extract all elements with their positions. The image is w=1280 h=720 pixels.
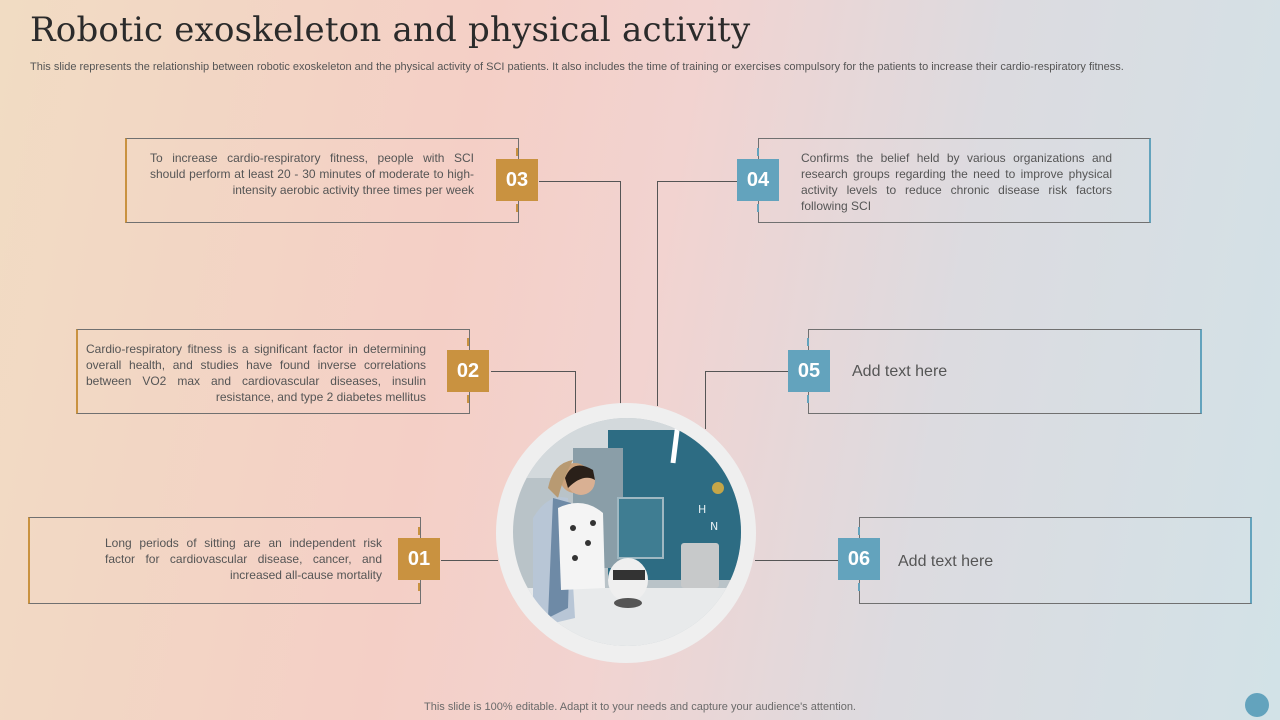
svg-text:H: H bbox=[698, 503, 706, 516]
item-text-05: Add text here bbox=[852, 363, 948, 380]
connector-04-h bbox=[657, 181, 737, 182]
item-text-02: Cardio-respiratory fitness is a signific… bbox=[86, 342, 426, 404]
item-tick-05-top bbox=[807, 338, 809, 346]
item-text-06: Add text here bbox=[898, 553, 994, 570]
item-tick-04-bottom bbox=[757, 204, 759, 212]
item-text-01: Long periods of sitting are an independe… bbox=[105, 536, 382, 582]
connector-02-v bbox=[575, 371, 576, 413]
connector-02-h bbox=[491, 371, 576, 372]
connector-01-h bbox=[441, 560, 498, 561]
lab-photo-icon: H N bbox=[513, 418, 741, 646]
lab-photo-image: H N bbox=[513, 418, 741, 646]
slide-indicator-dot bbox=[1245, 693, 1269, 717]
footer-note: This slide is 100% editable. Adapt it to… bbox=[424, 701, 856, 713]
item-text-04: Confirms the belief held by various orga… bbox=[801, 151, 1112, 213]
item-tick-03-top bbox=[516, 148, 518, 156]
item-number-04: 04 bbox=[737, 159, 779, 201]
item-tick-06-bottom bbox=[858, 583, 860, 591]
connector-05-h bbox=[705, 371, 788, 372]
page-subtitle: This slide represents the relationship b… bbox=[30, 61, 1124, 73]
item-tick-01-bottom bbox=[418, 583, 420, 591]
connector-03-v bbox=[620, 181, 621, 406]
page-title: Robotic exoskeleton and physical activit… bbox=[30, 10, 751, 50]
item-number-02: 02 bbox=[447, 350, 489, 392]
item-number-03: 03 bbox=[496, 159, 538, 201]
connector-05-v bbox=[705, 371, 706, 429]
item-text-03: To increase cardio-respiratory fitness, … bbox=[150, 151, 474, 197]
connector-06-h bbox=[755, 560, 838, 561]
item-tick-01-top bbox=[418, 527, 420, 535]
svg-text:N: N bbox=[710, 520, 718, 533]
item-tick-04-top bbox=[757, 148, 759, 156]
item-tick-02-top bbox=[467, 338, 469, 346]
item-number-06: 06 bbox=[838, 538, 880, 580]
item-tick-06-top bbox=[858, 527, 860, 535]
item-tick-03-bottom bbox=[516, 204, 518, 212]
connector-03-h bbox=[539, 181, 621, 182]
connector-04-v bbox=[657, 181, 658, 406]
item-number-05: 05 bbox=[788, 350, 830, 392]
item-tick-02-bottom bbox=[467, 395, 469, 403]
item-tick-05-bottom bbox=[807, 395, 809, 403]
item-number-01: 01 bbox=[398, 538, 440, 580]
